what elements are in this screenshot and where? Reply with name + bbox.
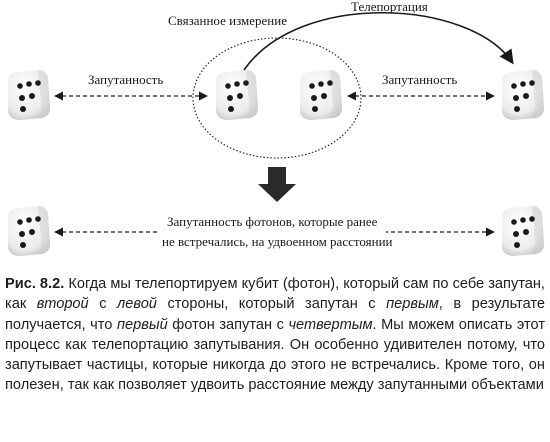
die-icon-5 [8, 206, 50, 256]
caption-text-4: , в результате получается, что [5, 296, 545, 333]
caption-italic-5: четвертым [288, 316, 373, 333]
caption-italic-1: второй [36, 296, 89, 313]
label-entanglement-right: Запутанность [382, 72, 457, 87]
label-entanglement-left: Запутанность [88, 72, 163, 87]
teleportation-diagram: Связанное измерение Телепортация Запутан… [8, 0, 544, 256]
teleportation-arrow [243, 12, 514, 71]
label-teleportation: Телепортация [351, 0, 428, 14]
joint-measurement-ellipse [192, 37, 362, 159]
die-icon-2 [216, 70, 258, 120]
bottom-label-backdrop [160, 212, 386, 252]
caption-italic-2: левой [117, 296, 157, 313]
caption-text-2: с [88, 296, 118, 313]
label-bottom-line2: не встречались, на удвоенном расстоянии [162, 234, 393, 249]
figure-caption: Рис. 8.2. Когда мы телепортируем кубит (… [5, 274, 545, 396]
die-icon-6 [502, 206, 544, 256]
die-icon-3 [300, 70, 342, 120]
caption-lead: Рис. 8.2. [5, 276, 65, 292]
die-icon-1 [8, 70, 50, 120]
caption-italic-3: первым [386, 296, 439, 313]
caption-text-6: . Мы можем описать этот процесс как теле… [5, 316, 545, 394]
die-icon-4 [502, 70, 544, 120]
label-bottom-line1: Запутанность фотонов, которые ранее [167, 214, 378, 229]
caption-italic-4: первый [116, 316, 168, 333]
down-arrow-icon [258, 167, 296, 202]
label-joint-measurement: Связанное измерение [168, 13, 287, 28]
caption-text-5: фотон запутан с [167, 316, 289, 333]
caption-text-1: Когда мы телепортируем кубит (фотон), ко… [5, 276, 545, 313]
caption-text-3: стороны, который запутан с [156, 296, 387, 313]
